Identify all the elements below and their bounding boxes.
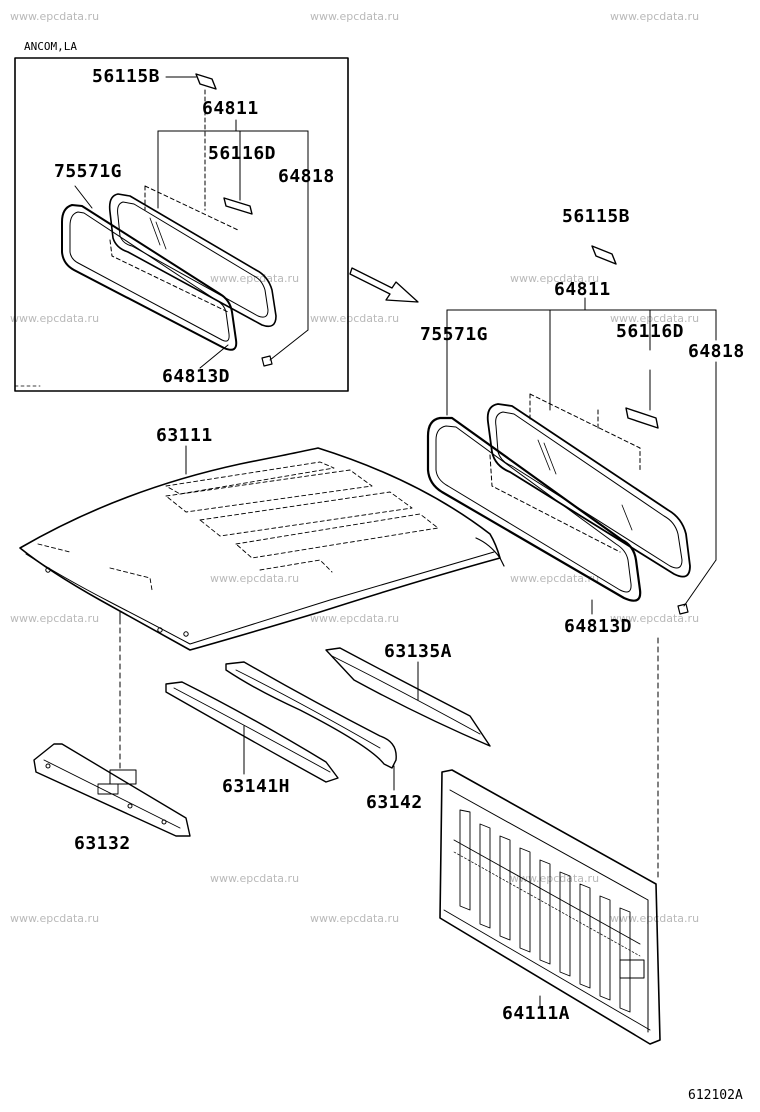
inset-emblem-56116D	[223, 164, 253, 215]
watermark: www.epcdata.ru	[510, 272, 600, 285]
part-number-56116D-inset[interactable]: 56116D	[208, 143, 277, 164]
watermark: www.epcdata.ru	[510, 572, 600, 585]
part-number-63135A[interactable]: 63135A	[384, 641, 453, 662]
inset-bracket-64811	[157, 119, 309, 361]
roof-panel-63111	[19, 445, 505, 651]
watermark: www.epcdata.ru	[210, 872, 300, 885]
watermark: www.epcdata.ru	[510, 872, 600, 885]
part-number-75571G-inset[interactable]: 75571G	[54, 161, 123, 182]
part-number-63142[interactable]: 63142	[366, 792, 423, 813]
inset-emblem-56115B	[165, 73, 217, 211]
part-number-56115B[interactable]: 56115B	[562, 206, 631, 227]
roof-bow-63135A	[325, 647, 491, 747]
part-number-64813D[interactable]: 64813D	[564, 616, 633, 637]
part-number-63111[interactable]: 63111	[156, 425, 213, 446]
inset-leader-64813D	[199, 344, 273, 369]
part-number-64818-inset[interactable]: 64818	[278, 166, 335, 187]
back-panel-64111A	[439, 637, 661, 1045]
weatherstrip-75571G	[426, 416, 642, 602]
watermark: www.epcdata.ru	[10, 612, 100, 625]
part-number-64818[interactable]: 64818	[688, 341, 745, 362]
part-number-56116D[interactable]: 56116D	[616, 321, 685, 342]
header-panel-63132	[33, 611, 191, 837]
watermark: www.epcdata.ru	[210, 572, 300, 585]
inset-back-glass	[108, 185, 277, 328]
roof-bow-63142	[225, 661, 397, 791]
watermark: www.epcdata.ru	[310, 612, 400, 625]
watermark: www.epcdata.ru	[610, 912, 700, 925]
emblem-56116D	[625, 369, 659, 429]
part-number-64813D-inset[interactable]: 64813D	[162, 366, 231, 387]
inset-note: ANCOM,LA	[24, 40, 77, 53]
watermark: www.epcdata.ru	[310, 10, 400, 23]
part-number-64811[interactable]: 64811	[554, 279, 611, 300]
part-number-75571G[interactable]: 75571G	[420, 324, 489, 345]
part-number-56115B-inset[interactable]: 56115B	[92, 66, 161, 87]
watermark: www.epcdata.ru	[310, 912, 400, 925]
watermark: www.epcdata.ru	[610, 312, 700, 325]
part-number-63132[interactable]: 63132	[74, 833, 131, 854]
back-glass	[486, 393, 691, 578]
watermark: www.epcdata.ru	[10, 10, 100, 23]
watermark: www.epcdata.ru	[10, 912, 100, 925]
emblem-56115B	[591, 245, 617, 265]
inset-weatherstrip-75571G	[61, 185, 238, 351]
part-number-64811-inset[interactable]: 64811	[202, 98, 259, 119]
watermark: www.epcdata.ru	[10, 312, 100, 325]
watermark: www.epcdata.ru	[610, 612, 700, 625]
direction-arrow	[349, 267, 419, 303]
bracket-64811	[446, 297, 717, 607]
part-number-63141H[interactable]: 63141H	[222, 776, 291, 797]
roof-bow-63141H	[165, 681, 339, 783]
diagram-reference: 612102A	[688, 1088, 743, 1103]
watermark: www.epcdata.ru	[210, 272, 300, 285]
clip-64818	[677, 603, 689, 615]
watermark: www.epcdata.ru	[610, 10, 700, 23]
part-number-64111A[interactable]: 64111A	[502, 1003, 571, 1024]
watermark: www.epcdata.ru	[310, 312, 400, 325]
inset-frame	[14, 57, 349, 392]
